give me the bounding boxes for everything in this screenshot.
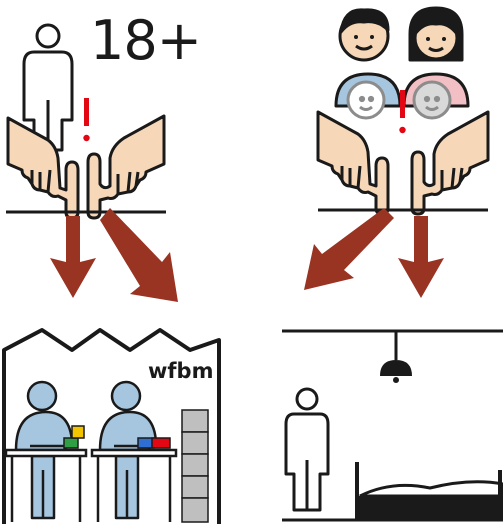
- right-pointing-hand-icon: [88, 116, 164, 218]
- arrow-down-icon: [50, 216, 96, 298]
- age-18-plus-label: 18+: [90, 14, 201, 68]
- left-pointing-hand-icon-2: [318, 112, 388, 214]
- arrow-down-left-icon: [304, 208, 394, 290]
- alert-exclamation-icon-2: [399, 90, 405, 133]
- alert-exclamation-icon: [83, 98, 89, 141]
- right-pointing-hand-icon-2: [412, 112, 488, 214]
- arrow-down-icon-2: [398, 216, 444, 298]
- bedroom-icon: [282, 331, 503, 520]
- workshop-label: wfbm: [148, 361, 213, 382]
- arrow-down-right-icon: [100, 208, 178, 302]
